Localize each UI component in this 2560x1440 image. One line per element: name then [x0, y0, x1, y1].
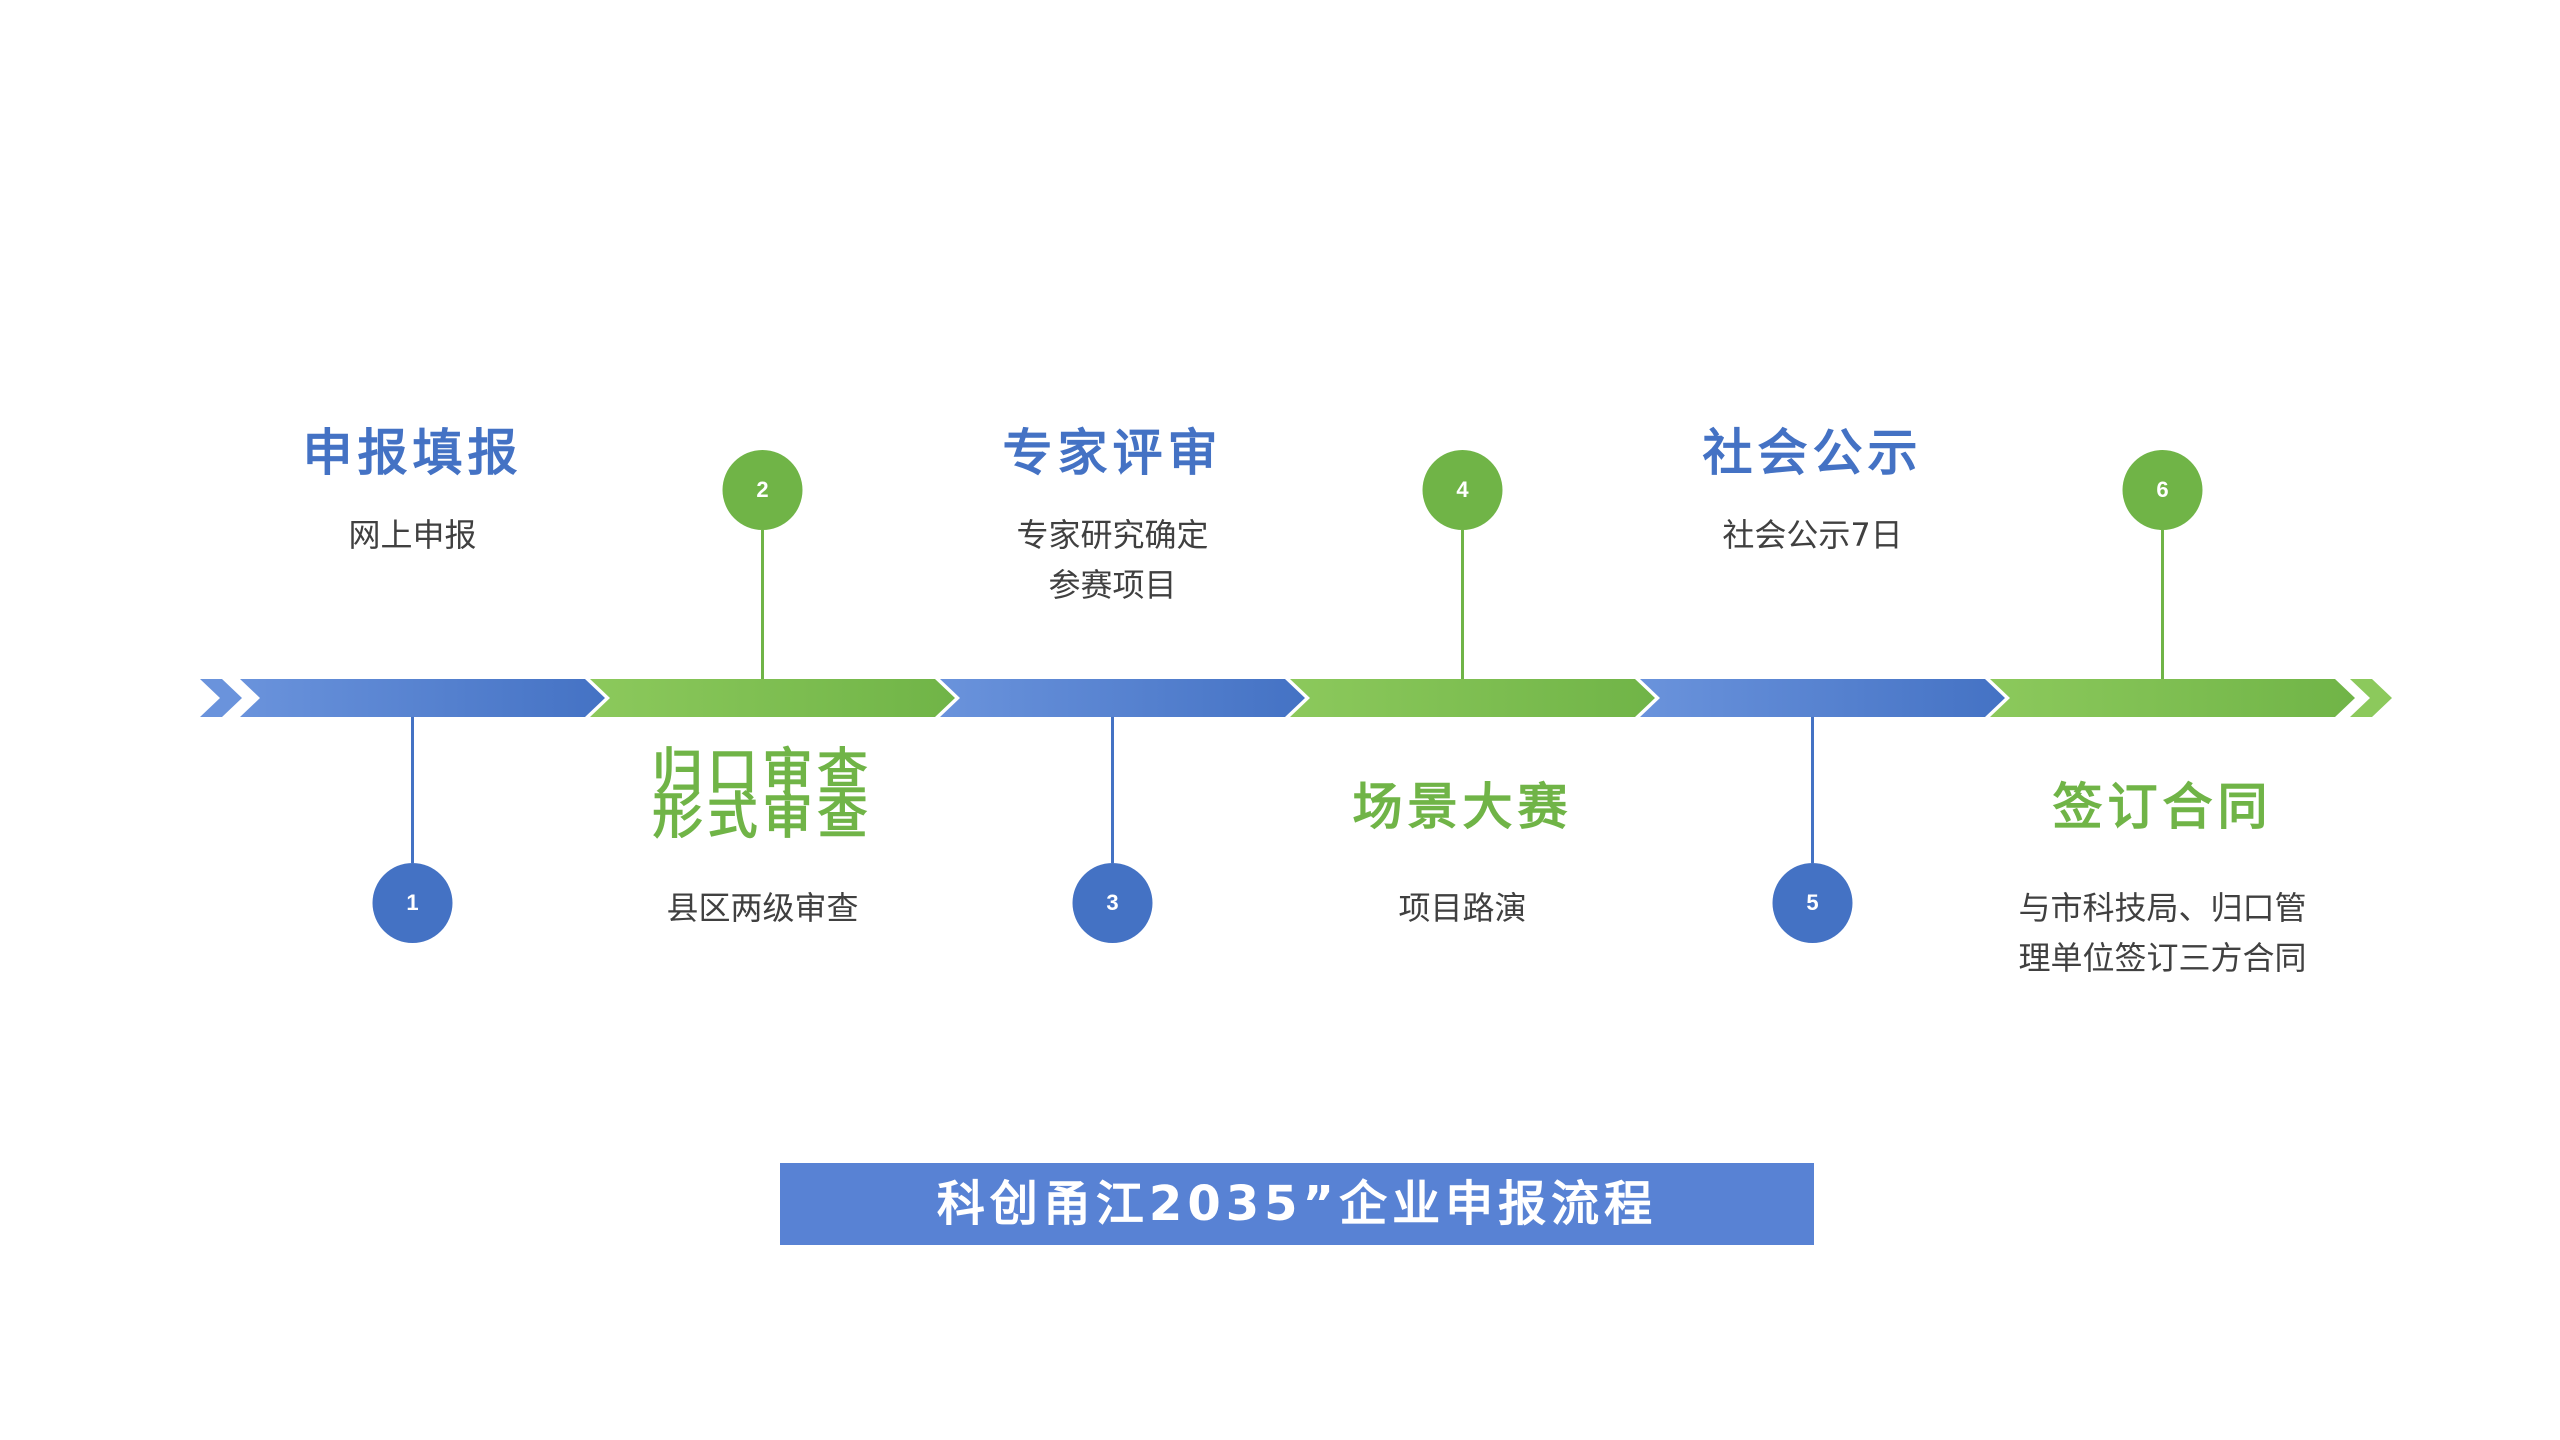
step-title-line: 社会公示 [1702, 424, 1923, 482]
step-number-5: 5 [1806, 890, 1819, 915]
step-title-3: 专家评审 [863, 428, 1363, 478]
step-description-3: 专家研究确定参赛项目 [863, 510, 1363, 610]
step-description-line: 社会公示7日 [1722, 516, 1903, 554]
step-description-6: 与市科技局、归口管理单位签订三方合同 [1913, 883, 2413, 983]
timeline-segment-5 [1640, 679, 2005, 717]
step-title-line: 专家评审 [1002, 424, 1223, 482]
step-description-2: 县区两级审查 [513, 883, 1013, 933]
step-number-4: 4 [1456, 477, 1469, 502]
step-description-line: 与市科技局、归口管 [2018, 889, 2307, 927]
step-description-line: 理单位签订三方合同 [2018, 939, 2307, 977]
timeline-segment-3 [940, 679, 1305, 717]
step-description-line: 网上申报 [348, 516, 477, 554]
step-number-2: 2 [756, 477, 769, 502]
timeline-segment-2 [590, 679, 955, 717]
timeline-segment-6 [1990, 679, 2355, 717]
step-title-4: 场景大赛 [1213, 782, 1713, 832]
step-description-5: 社会公示7日 [1563, 510, 2063, 560]
step-number-3: 3 [1106, 890, 1119, 915]
step-circle-4 [1422, 450, 1503, 530]
step-circle-6 [2122, 450, 2203, 530]
step-title-2: 归口审查形式审查 [513, 743, 1013, 845]
process-banner: 科创甬江2035”企业申报流程 [780, 1163, 1814, 1245]
timeline-segment-4 [1290, 679, 1655, 717]
lead-chevron [200, 679, 242, 717]
step-description-line: 专家研究确定 [1016, 516, 1209, 554]
step-circle-2 [722, 450, 803, 530]
step-title-5: 社会公示 [1563, 428, 2063, 478]
step-description-1: 网上申报 [163, 510, 663, 560]
step-title-line: 场景大赛 [1352, 778, 1573, 836]
step-circle-3 [1072, 863, 1153, 943]
trail-chevron [2350, 679, 2392, 717]
step-description-line: 县区两级审查 [666, 889, 859, 927]
step-title-1: 申报填报 [163, 428, 663, 478]
timeline-segment-1 [240, 679, 605, 717]
step-circle-5 [1772, 863, 1853, 943]
step-number-1: 1 [406, 890, 419, 915]
step-title-line: 签订合同 [2052, 778, 2273, 836]
step-circle-1 [372, 863, 453, 943]
step-title-line: 形式审查 [652, 787, 873, 845]
step-title-line: 申报填报 [302, 424, 523, 482]
step-title-line: 归口审查 [652, 743, 873, 801]
step-number-6: 6 [2156, 477, 2169, 502]
step-description-line: 参赛项目 [1048, 566, 1177, 604]
step-title-6: 签订合同 [1913, 782, 2413, 832]
step-description-line: 项目路演 [1398, 889, 1527, 927]
step-description-4: 项目路演 [1213, 883, 1713, 933]
